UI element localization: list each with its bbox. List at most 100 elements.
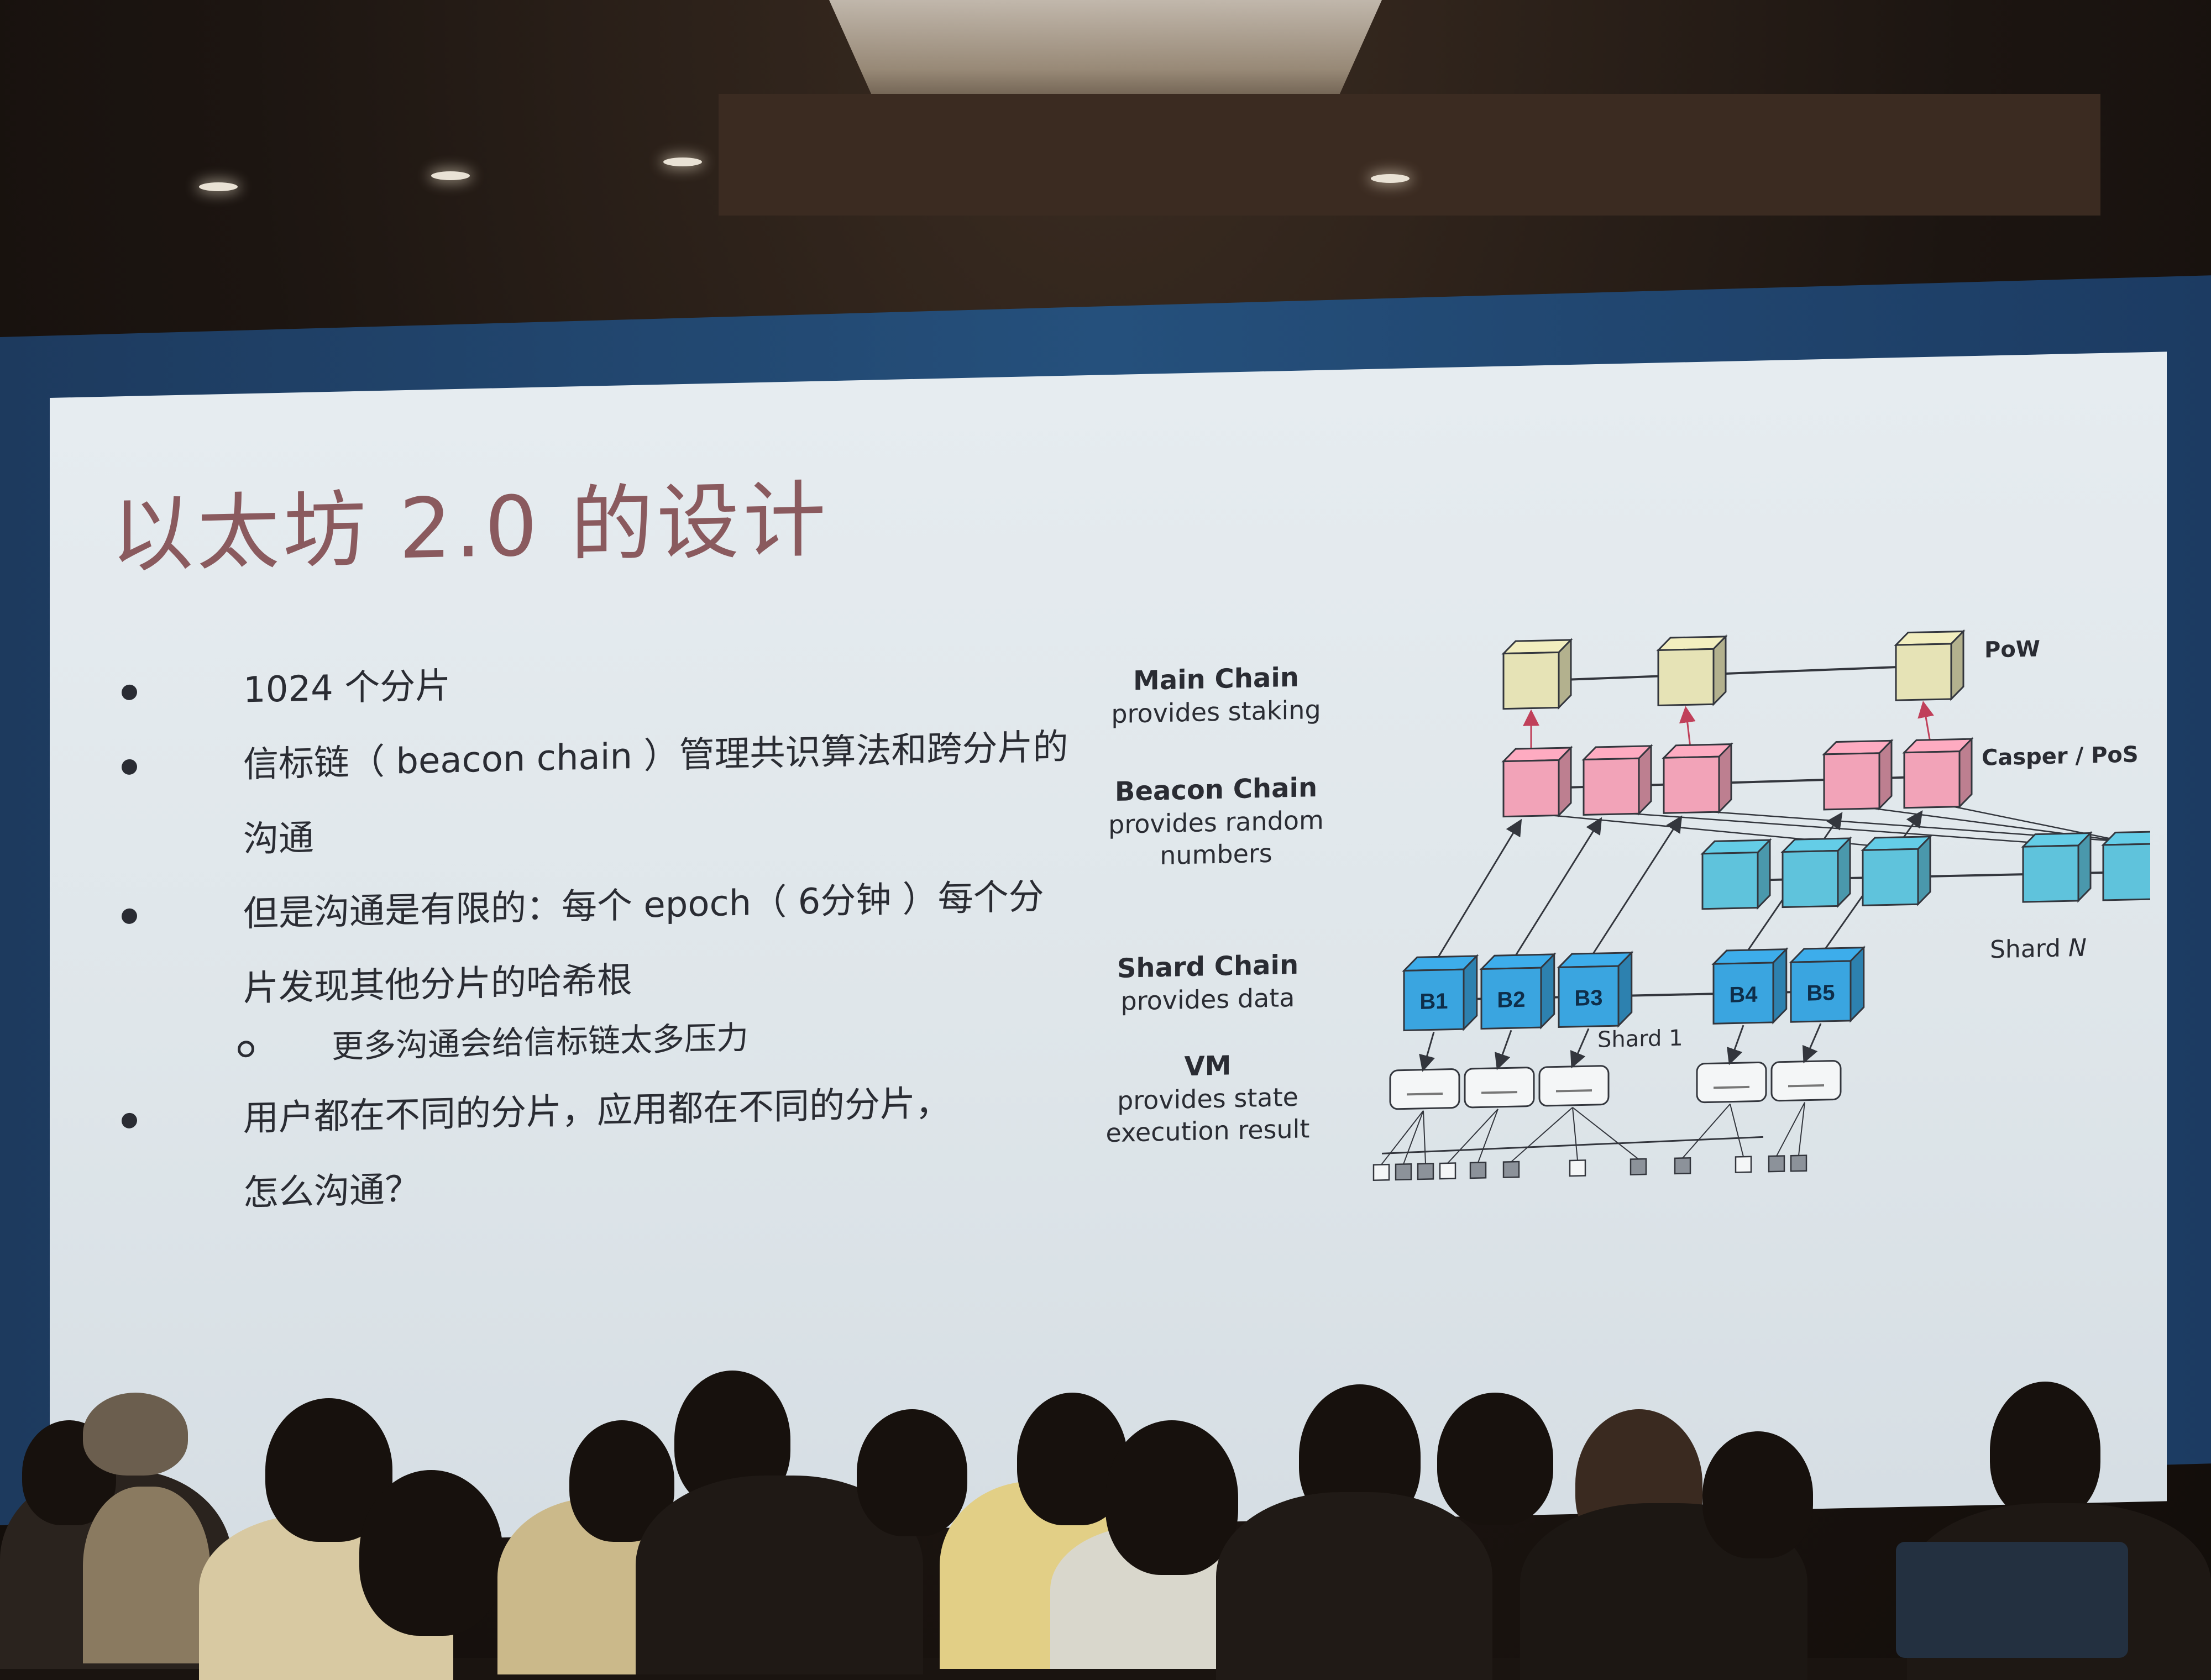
state-tree-edge (1447, 1109, 1499, 1164)
beacon-block-side (1638, 744, 1652, 816)
shard-to-vm-arrow (1570, 1028, 1590, 1069)
shard-n-block-side (1837, 836, 1851, 909)
beacon-block (1583, 757, 1640, 816)
shard-n-block (1782, 849, 1839, 909)
beacon-block-side (1718, 742, 1732, 814)
state-tree-node (1395, 1163, 1412, 1181)
phone-screen (1896, 1542, 2128, 1658)
shard-1-block (1712, 962, 1774, 1025)
main-chain-block (1895, 643, 1952, 701)
shard-n-block-side (1917, 834, 1931, 906)
state-tree-node (1469, 1162, 1487, 1179)
vm-state-text-mark (1788, 1084, 1824, 1088)
shard-1-block-side (1540, 952, 1555, 1030)
beacon-block (1823, 752, 1880, 811)
vm-state-text-mark (1481, 1091, 1517, 1094)
state-tree-node (1790, 1154, 1807, 1172)
bullet-list: 1024 个分片 信标链（ beacon chain ）管理共识算法和跨分片的 … (122, 633, 1172, 1233)
bullet-dot-icon (122, 759, 137, 775)
state-tree-edge (1423, 1110, 1426, 1164)
audience-member-head (359, 1470, 503, 1636)
state-tree-edge (1798, 1102, 1805, 1156)
audience-member-head (1437, 1393, 1553, 1525)
ceiling-beam (719, 94, 2100, 216)
audience-member-head (1990, 1382, 2100, 1520)
state-tree-node (1439, 1162, 1456, 1180)
shard-n-block (2102, 843, 2150, 901)
vm-state-text-mark (1714, 1085, 1749, 1089)
state-tree-node (1674, 1157, 1691, 1175)
shard-n-block (1862, 848, 1919, 906)
state-tree-node (1735, 1156, 1752, 1173)
shard-1-block-side (1463, 954, 1478, 1031)
state-tree-edge (1572, 1107, 1578, 1161)
main-chain-label: Main Chain provides staking (1111, 662, 1321, 729)
state-tree-edge (1478, 1109, 1499, 1163)
state-tree-edge (1572, 1107, 1639, 1160)
beacon-block-side (1558, 746, 1572, 818)
shard-1-block-label: B3 (1574, 986, 1602, 1011)
state-tree-edge (1730, 1104, 1744, 1157)
shard-1-block-label: B4 (1729, 983, 1758, 1007)
shard-to-vm-arrow (1802, 1023, 1822, 1064)
main-chain-block-side (1558, 638, 1572, 710)
state-tree-edge (1682, 1104, 1731, 1159)
shard-1-label: Shard 1 (1597, 1025, 1683, 1053)
state-tree-node (1569, 1159, 1586, 1177)
shard-1-block-label: B2 (1497, 988, 1525, 1012)
vm-label: VM provides state execution result (1106, 1050, 1310, 1148)
audience-member-body (1216, 1492, 1492, 1680)
state-tree-node (1768, 1155, 1785, 1173)
presentation-slide: 以太坊 2.0 的设计 1024 个分片 信标链（ beacon chain ）… (50, 351, 2167, 1547)
shard-1-block-side (1617, 951, 1633, 1028)
ceiling-light (663, 158, 702, 166)
state-tree-edge (1776, 1102, 1805, 1157)
shard-to-vm-arrow (1495, 1030, 1512, 1070)
shard-to-vm-arrow (1727, 1025, 1744, 1065)
shard-n-block-side (2077, 831, 2092, 903)
bullet-dot-icon (122, 1112, 137, 1129)
state-tree-node (1502, 1161, 1520, 1178)
audience (0, 1359, 2211, 1680)
hat-icon (83, 1393, 188, 1476)
shard-1-block-side (1772, 947, 1788, 1025)
shard-n-block-top (2101, 830, 2150, 846)
bullet-item: 信标链（ beacon chain ）管理共识算法和跨分片的 沟通 (122, 708, 1172, 880)
vm-state-text-mark (1556, 1089, 1592, 1093)
vm-state-box (1389, 1068, 1460, 1110)
bullet-item: 但是沟通是有限的：每个 epoch（ 6分钟 ）每个分 片发现其他分片的哈希根 (122, 857, 1172, 1029)
shard-to-beacon-arrow (1513, 817, 1602, 958)
state-tree-edge (1381, 1110, 1424, 1166)
shard-chain-label: Shard Chain provides data (1117, 949, 1299, 1016)
shard-1-block-label: B5 (1806, 981, 1835, 1006)
beacon-block (1502, 759, 1560, 818)
bullet-item: 用户都在不同的分片，应用都在不同的分片， 怎么沟通？ (122, 1062, 1172, 1233)
main-chain-link (1558, 666, 1896, 681)
shard-1-block (1790, 960, 1852, 1023)
shard-n-block-side (1757, 838, 1771, 910)
bullet-dot-icon (122, 684, 137, 701)
state-tree-node (1372, 1163, 1390, 1182)
shard-1-block (1558, 965, 1620, 1028)
sub-bullet-text: 更多沟通会给信标链太多压力 (332, 1019, 749, 1065)
shard-1-block (1480, 967, 1542, 1030)
state-tree-edge (1403, 1110, 1424, 1164)
shard-1-block (1403, 968, 1465, 1032)
shard-to-vm-arrow (1419, 1031, 1435, 1072)
beacon-block-side (1878, 738, 1893, 811)
slide-title: 以太坊 2.0 的设计 (111, 472, 829, 584)
ceiling-light (1371, 174, 1410, 183)
vm-state-box (1464, 1067, 1535, 1109)
main-chain-block (1657, 648, 1715, 707)
shard-to-beacon-arrow (1436, 818, 1522, 959)
audience-member-head (857, 1409, 967, 1536)
beacon-block (1663, 755, 1720, 814)
pow-label: PoW (1984, 636, 2040, 663)
vm-state-box (1770, 1060, 1842, 1102)
ceiling-light (431, 171, 470, 180)
state-tree-edge (1511, 1107, 1573, 1163)
casper-pos-label: Casper / PoS (1982, 742, 2139, 771)
main-chain-block-side (1950, 629, 1964, 701)
vm-state-box (1538, 1065, 1610, 1107)
